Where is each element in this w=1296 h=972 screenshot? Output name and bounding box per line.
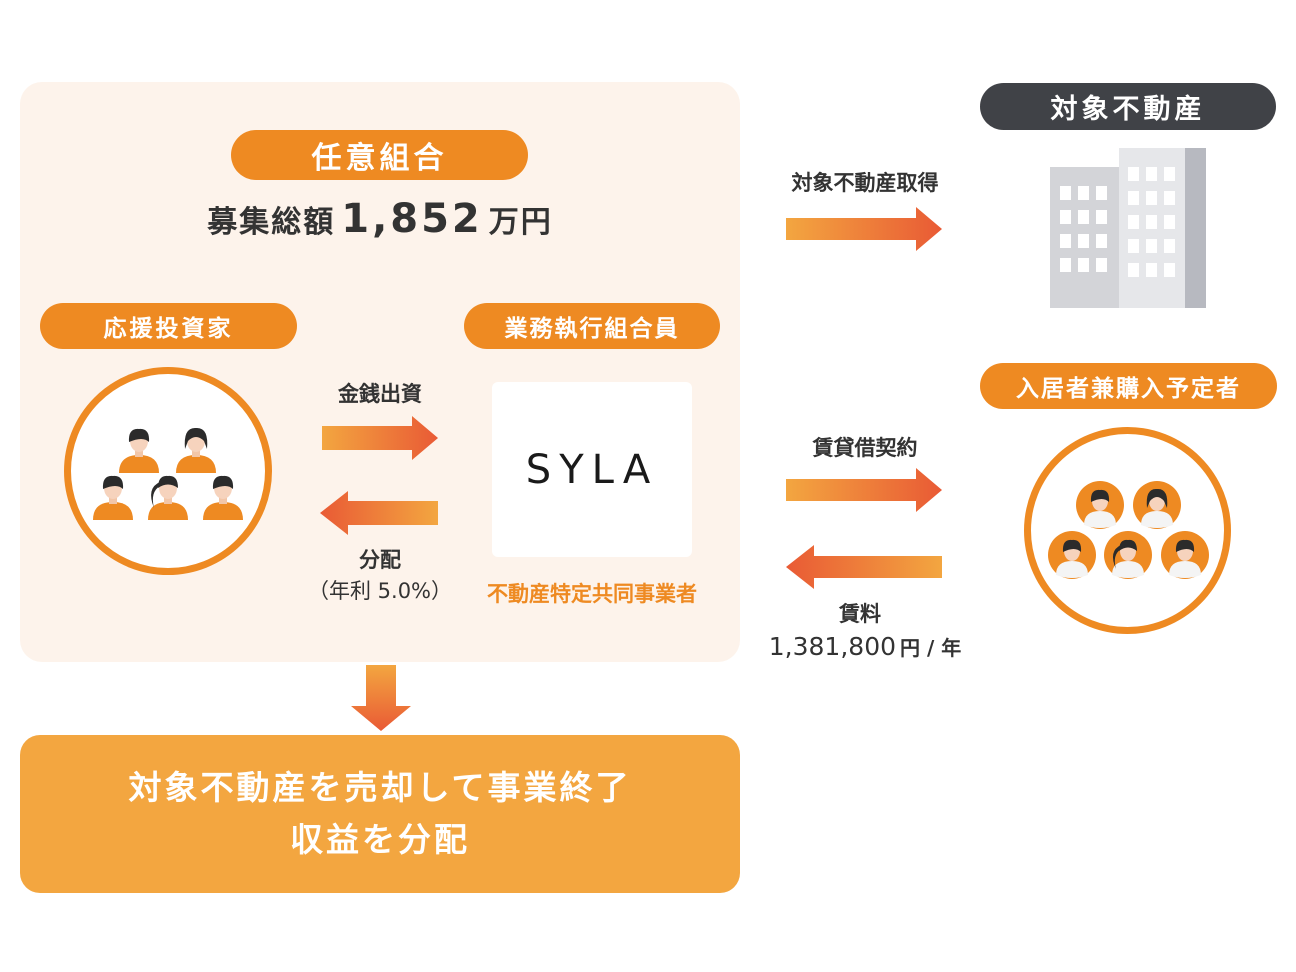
union-title-badge: 任意組合 <box>231 130 528 180</box>
executive-title: 業務執行組合員 <box>504 316 680 342</box>
acquisition-label: 対象不動産取得 <box>791 171 939 195</box>
investors-badge: 応援投資家 <box>40 303 297 349</box>
investors-title: 応援投資家 <box>103 316 234 342</box>
person-icon <box>203 475 243 520</box>
person-icon <box>176 427 216 473</box>
syla-logo: SYLA <box>525 446 659 493</box>
result-box: 対象不動産を売却して事業終了 収益を分配 <box>20 735 740 893</box>
person-icon <box>93 475 133 520</box>
rent-unit: 円 / 年 <box>900 636 962 660</box>
tenants-badge: 入居者兼購入予定者 <box>980 363 1277 409</box>
investment-label: 金銭出資 <box>338 382 422 406</box>
person-icon <box>1076 481 1124 529</box>
rent-amount: 1,381,800 <box>768 632 896 661</box>
result-line-1: 対象不動産を売却して事業終了 <box>128 768 632 807</box>
syla-card: SYLA <box>492 382 692 557</box>
rent-label: 賃料 <box>839 602 881 626</box>
raise-unit: 万円 <box>488 205 553 240</box>
person-icon <box>1104 531 1152 579</box>
property-badge: 対象不動産 <box>980 83 1276 130</box>
distribution-label: 分配 <box>359 548 401 572</box>
person-icon <box>148 475 188 520</box>
executive-badge: 業務執行組合員 <box>464 303 720 349</box>
property-title: 対象不動産 <box>1050 94 1206 125</box>
person-icon <box>119 428 159 473</box>
tenants-circle <box>1024 427 1231 634</box>
tenants-title: 入居者兼購入予定者 <box>1016 376 1241 402</box>
executive-caption: 不動産特定共同事業者 <box>487 582 697 606</box>
result-line-2: 収益を分配 <box>290 820 470 859</box>
raise-label: 募集総額 <box>207 205 336 240</box>
person-icon <box>1048 531 1096 579</box>
person-icon <box>1133 481 1181 529</box>
lease-label: 賃貸借契約 <box>812 436 918 460</box>
union-title: 任意組合 <box>311 141 448 176</box>
investors-circle <box>64 367 272 575</box>
person-icon <box>1161 531 1209 579</box>
distribution-rate: （年利 5.0%） <box>307 579 453 603</box>
raise-amount: 1,852 <box>341 196 483 242</box>
